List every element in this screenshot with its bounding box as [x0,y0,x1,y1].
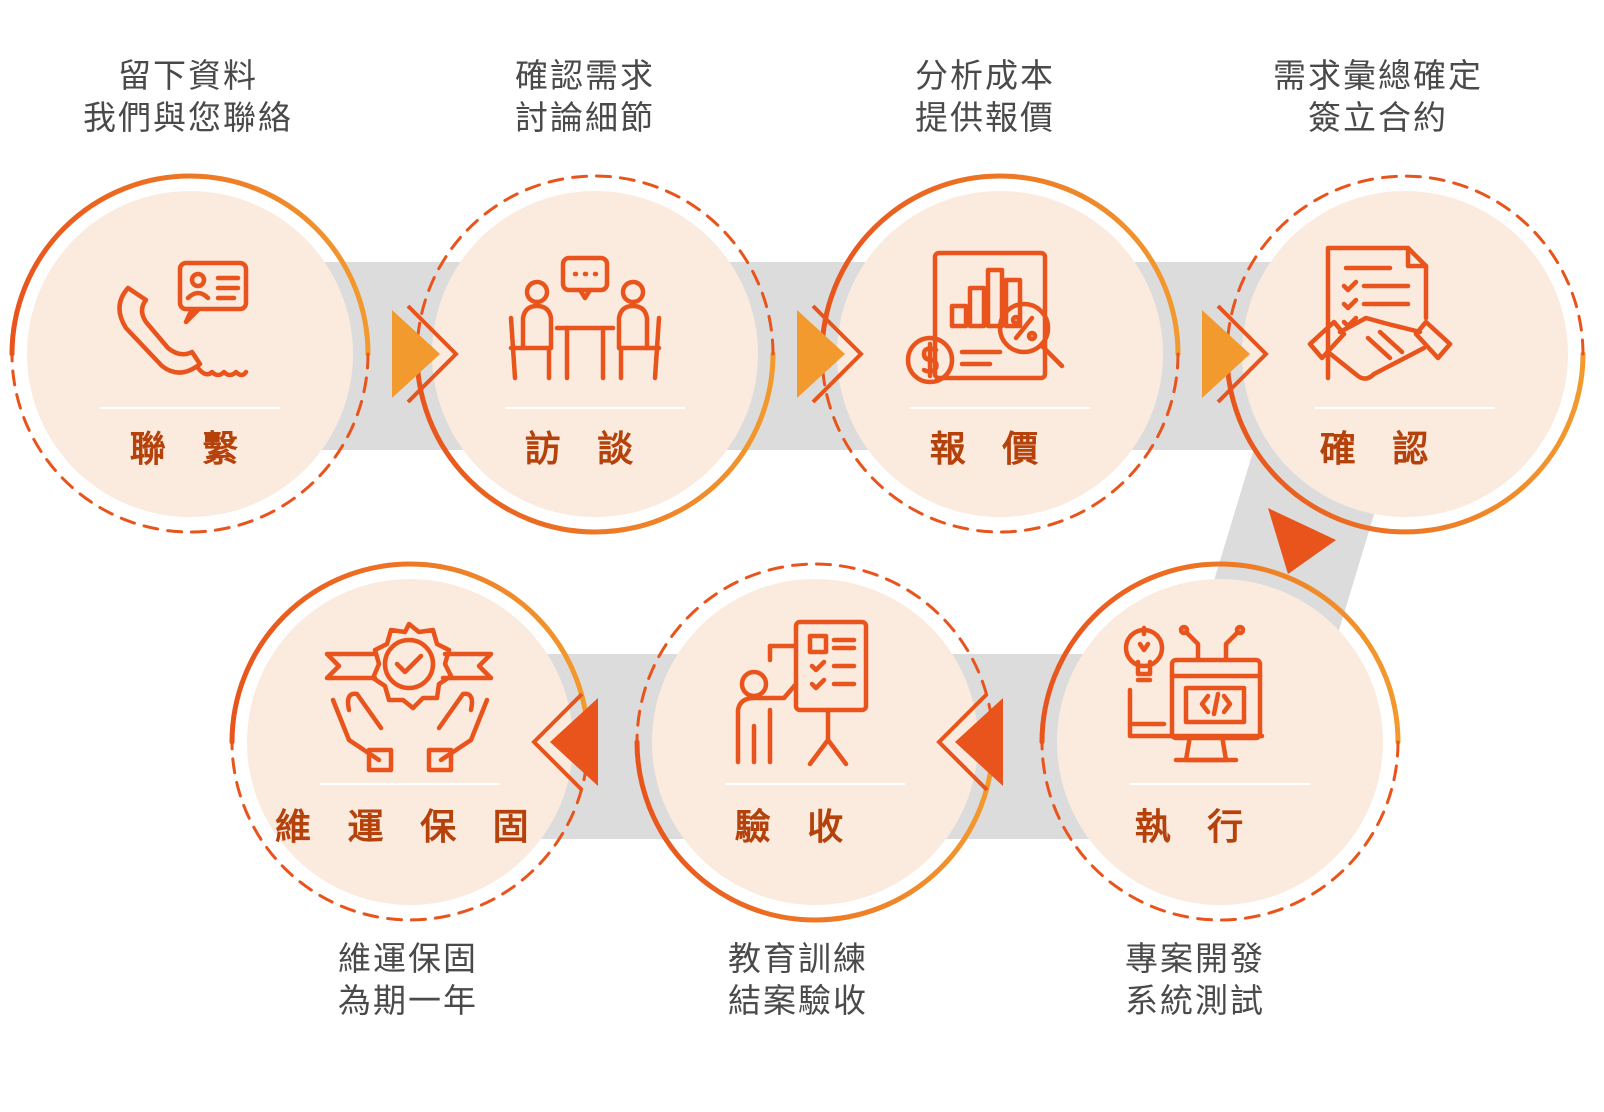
contract-handshake-icon [1307,245,1453,381]
step-desc-confirm: 需求彙總確定 簽立合約 [1228,55,1528,139]
step-desc-maintenance: 維運保固 為期一年 [258,938,558,1022]
step-label-contact: 聯 繫 [129,429,251,470]
step-desc-acceptance: 教育訓練 結案驗收 [648,938,948,1022]
step-desc-contact: 留下資料 我們與您聯絡 [38,55,338,139]
arrow-left-5 [936,692,1003,792]
desc-line-2: 討論細節 [515,98,655,137]
step-label-execute: 執 行 [1134,807,1256,848]
flow-arrows [392,304,1336,792]
desc-line-1: 確認需求 [515,56,655,95]
desc-line-2: 系統測試 [1125,981,1265,1020]
phone-contact-icon [117,260,249,378]
step-desc-interview: 確認需求 討論細節 [435,55,735,139]
circle-dividers [100,407,1495,785]
meeting-icon [508,255,662,381]
warranty-badge-icon [324,621,494,773]
step-label-confirm: 確 認 [1319,429,1441,470]
desc-line-2: 為期一年 [338,981,478,1020]
step-desc-quote: 分析成本 提供報價 [835,55,1135,139]
desc-line-2: 結案驗收 [728,981,868,1020]
arrow-right-3 [1202,304,1269,404]
step-label-acceptance: 驗 收 [734,807,856,848]
arrow-right-1 [392,304,459,404]
development-icon [1123,624,1265,763]
presentation-icon [735,619,869,767]
desc-line-2: 簽立合約 [1308,98,1448,137]
step-rings [9,173,1586,923]
desc-line-1: 維運保固 [338,939,478,978]
arrow-left-6 [531,692,598,792]
arrow-down-4 [1268,508,1336,574]
desc-line-2: 提供報價 [915,98,1055,137]
desc-line-1: 專案開發 [1125,939,1265,978]
desc-line-1: 分析成本 [915,56,1055,95]
desc-line-2: 我們與您聯絡 [83,98,293,137]
step-label-quote: 報 價 [929,429,1051,470]
desc-line-1: 教育訓練 [728,939,868,978]
step-desc-execute: 專案開發 系統測試 [1045,938,1345,1022]
desc-line-1: 需求彙總確定 [1273,56,1483,95]
step-label-maintenance: 維 運 保 固 [275,807,541,848]
step-label-interview: 訪 談 [524,429,646,470]
arrow-right-2 [797,304,864,404]
desc-line-1: 留下資料 [118,56,258,95]
quotation-icon [905,250,1065,385]
